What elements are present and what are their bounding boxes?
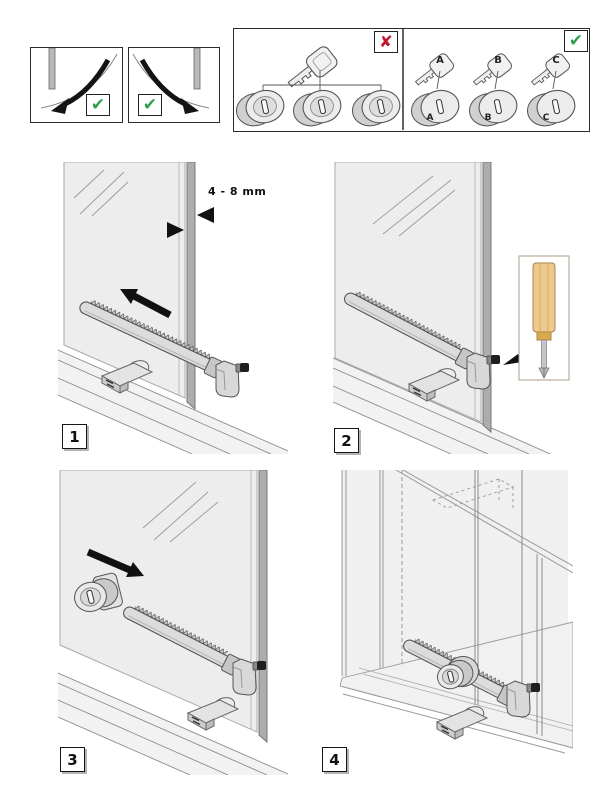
step-2-illustration [333, 162, 570, 454]
screw-pointer-arrow-icon [503, 354, 522, 365]
key-lock-link [494, 70, 499, 90]
key-a-label: A [436, 55, 444, 66]
step-1-illustration: 4 - 8 mm [58, 162, 288, 454]
cross-box: ✘ [374, 31, 398, 53]
dimension-arrow-left-icon [197, 207, 214, 223]
check-icon: ✔ [90, 94, 106, 115]
keying-illustration: A B C A B C [236, 29, 576, 130]
bar-hook [232, 658, 266, 696]
cross-icon: ✘ [379, 32, 393, 51]
step-3-panel [58, 470, 288, 775]
lock-b-label: B [485, 113, 492, 123]
step-3-number: 3 [60, 747, 85, 772]
bar-hook [506, 680, 540, 718]
check-box: ✔ [564, 30, 588, 52]
key-c [530, 53, 571, 86]
floor-track [333, 357, 552, 454]
floor-bracket [100, 360, 154, 394]
step-4-number: 4 [322, 747, 347, 772]
key-lock-link [436, 70, 441, 90]
lock-cylinder [236, 89, 285, 127]
door-jamb [48, 48, 56, 90]
lock-cylinder-a [411, 89, 460, 127]
lock-cylinder [437, 656, 480, 690]
ratchet-bar [344, 290, 480, 370]
check-box: ✔ [138, 94, 162, 116]
hidden-top-frame [431, 478, 515, 511]
dimension-arrow-right-icon [167, 222, 184, 238]
lock-c-label: C [543, 113, 550, 123]
floor-bracket [407, 368, 461, 402]
swing-arrow-icon [51, 58, 111, 114]
swing-direction-panel-right: ✔ [128, 47, 220, 123]
step-2-panel [333, 162, 573, 454]
lock-cylinder [293, 89, 342, 127]
bar-hook [466, 352, 500, 390]
key-b-label: B [494, 55, 502, 66]
lock-cylinder [74, 572, 123, 612]
bar-hook [215, 360, 249, 398]
clamp-screw [240, 363, 249, 372]
clamp-screw [531, 683, 540, 692]
check-box: ✔ [86, 94, 110, 116]
screwdriver-icon [532, 262, 556, 379]
floor-bracket [186, 697, 240, 731]
glass-door [59, 470, 268, 744]
floor-bracket [435, 706, 489, 740]
slide-direction-arrow-icon [86, 548, 144, 577]
clamp-screw [257, 661, 266, 670]
cabinet-walls [341, 470, 573, 676]
swing-arrow-icon [139, 58, 199, 114]
key-lock-link [552, 70, 557, 90]
swing-left-illustration [40, 48, 118, 114]
clamp-screw [491, 355, 500, 364]
keying-panel: A B C A B C [233, 28, 590, 132]
step-4-illustration [333, 470, 573, 782]
step-4-panel [333, 470, 573, 782]
lock-cylinder-b [469, 89, 518, 127]
step-1-panel: 4 - 8 mm [58, 162, 288, 454]
swing-direction-panel-left: ✔ [30, 47, 123, 123]
key-a [414, 53, 455, 86]
door-jamb [193, 48, 201, 90]
key [287, 46, 338, 88]
slide-direction-arrow-icon [120, 289, 172, 319]
floor-track [58, 672, 288, 775]
swing-right-illustration [132, 48, 210, 114]
lock-cylinder-c [527, 89, 576, 127]
step-2-number: 2 [334, 428, 359, 453]
step-1-number: 1 [62, 424, 87, 449]
screwdriver-box [518, 255, 570, 381]
gap-dimension-label: 4 - 8 mm [208, 185, 266, 198]
distribution-lines [262, 70, 382, 90]
check-icon: ✔ [568, 30, 584, 51]
key-b [472, 53, 513, 86]
check-icon: ✔ [142, 94, 158, 115]
lock-cylinder [352, 89, 401, 127]
lock-a-label: A [427, 113, 434, 123]
key-c-label: C [552, 55, 559, 66]
step-3-illustration [58, 470, 288, 775]
